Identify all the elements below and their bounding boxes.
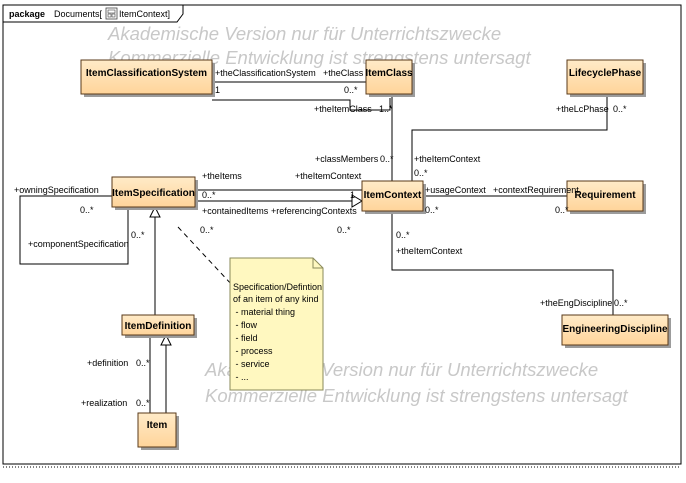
label-realization: +realization bbox=[81, 398, 127, 408]
note-anchor-line bbox=[177, 226, 234, 287]
frame-keyword: package bbox=[9, 9, 45, 19]
mult-the-items: 0..* bbox=[202, 190, 216, 200]
note-line-6: - process bbox=[233, 346, 273, 356]
watermark-top-1: Akademische Version nur für Unterrichtsz… bbox=[107, 23, 501, 44]
note-line-4: - flow bbox=[233, 320, 258, 330]
note-line-5: - field bbox=[233, 333, 258, 343]
label-contained-items: +containedItems bbox=[202, 206, 269, 216]
class-requirement[interactable]: Requirement bbox=[566, 180, 646, 214]
label-the-item-context-eng: +theItemContext bbox=[396, 246, 463, 256]
mult-class-members: 0..* bbox=[380, 154, 394, 164]
label-the-items: +theItems bbox=[202, 171, 242, 181]
class-name-item-class: ItemClass bbox=[365, 68, 413, 79]
mult-item-class-2: 1..* bbox=[379, 104, 393, 114]
mult-owning-specification: 0..* bbox=[80, 205, 94, 215]
diagram-frame bbox=[2, 4, 682, 465]
label-the-class: +theClass bbox=[323, 68, 364, 78]
note-line-8: - ... bbox=[233, 372, 249, 382]
mult-contained-items: 0..* bbox=[200, 225, 214, 235]
label-the-classification-system: +theClassificationSystem bbox=[215, 68, 316, 78]
note-specification[interactable]: Specification/Defintion of an item of an… bbox=[229, 257, 324, 391]
assoc-lifecycle-context bbox=[411, 96, 608, 181]
label-class-members: +classMembers bbox=[315, 154, 379, 164]
class-item-definition[interactable]: ItemDefinition bbox=[121, 314, 197, 338]
class-item-specification[interactable]: ItemSpecification bbox=[111, 176, 198, 210]
class-diagram-icon bbox=[105, 7, 118, 20]
label-the-item-context-spec: +theItemContext bbox=[295, 171, 362, 181]
class-name-requirement: Requirement bbox=[574, 190, 636, 201]
class-name-item-definition: ItemDefinition bbox=[125, 321, 192, 332]
mult-item-context-lc: 0..* bbox=[414, 168, 428, 178]
label-the-item-context-lc: +theItemContext bbox=[414, 154, 481, 164]
class-name-lifecycle-phase: LifecyclePhase bbox=[569, 68, 642, 79]
mult-realization: 0..* bbox=[136, 398, 150, 408]
label-the-eng-discipline: +theEngDiscipline bbox=[540, 298, 612, 308]
mult-component-specification: 0..* bbox=[131, 230, 145, 240]
navigability-arrow bbox=[351, 194, 363, 208]
assoc-class-members-hint bbox=[212, 98, 391, 111]
label-definition: +definition bbox=[87, 358, 128, 368]
mult-usage-context: 0..* bbox=[425, 205, 439, 215]
label-the-lc-phase: +theLcPhase bbox=[556, 104, 609, 114]
mult-classification-system: 1 bbox=[215, 85, 220, 95]
generalization-arrow-spec bbox=[149, 205, 161, 218]
frame-tab bbox=[3, 5, 184, 23]
note-line-2: of an item of any kind bbox=[233, 294, 319, 304]
class-engineering-discipline[interactable]: EngineeringDiscipline bbox=[561, 314, 671, 348]
mult-item-context-spec: 1 bbox=[350, 190, 355, 200]
note-line-1: Specification/Defintion bbox=[233, 282, 322, 292]
assoc-spec-self bbox=[19, 195, 129, 265]
mult-referencing-contexts: 0..* bbox=[337, 225, 351, 235]
class-item-context[interactable]: ItemContext bbox=[361, 180, 426, 214]
label-owning-specification: +owningSpecification bbox=[14, 185, 99, 195]
note-line-3: - material thing bbox=[233, 307, 295, 317]
class-name-item-specification: ItemSpecification bbox=[112, 188, 195, 199]
class-name-item: Item bbox=[147, 420, 168, 431]
class-name-item-context: ItemContext bbox=[364, 190, 422, 201]
mult-context-requirement: 0..* bbox=[555, 205, 569, 215]
mult-eng-discipline: 0..* bbox=[614, 298, 628, 308]
label-referencing-contexts: +referencingContexts bbox=[271, 206, 357, 216]
mult-item-class-1: 0..* bbox=[344, 85, 358, 95]
note-line-7: - service bbox=[233, 359, 270, 369]
class-item[interactable]: Item bbox=[137, 412, 179, 450]
class-item-class[interactable]: ItemClass bbox=[365, 59, 415, 97]
assoc-context-discipline bbox=[391, 211, 614, 315]
class-item-classification-system[interactable]: ItemClassificationSystem bbox=[80, 59, 215, 97]
class-name-engineering-discipline: EngineeringDiscipline bbox=[562, 324, 667, 335]
watermark-top-2: Kommerzielle Entwicklung ist strengstens… bbox=[108, 47, 531, 68]
mult-item-context-eng: 0..* bbox=[396, 230, 410, 240]
label-the-item-class: +theItemClass bbox=[314, 104, 372, 114]
mult-lc-phase: 0..* bbox=[613, 104, 627, 114]
label-component-specification: +componentSpecification bbox=[28, 239, 129, 249]
generalization-arrow-definition bbox=[160, 333, 172, 346]
class-lifecycle-phase[interactable]: LifecyclePhase bbox=[566, 59, 646, 97]
association-lines bbox=[19, 81, 614, 413]
label-context-requirement: +contextRequirement bbox=[493, 185, 579, 195]
class-name-item-classification-system: ItemClassificationSystem bbox=[86, 68, 207, 79]
frame-title: Documents[ bbox=[54, 9, 103, 19]
label-usage-context: +usageContext bbox=[425, 185, 486, 195]
mult-definition: 0..* bbox=[136, 358, 150, 368]
frame-diagram-name: ItemContext] bbox=[119, 9, 170, 19]
